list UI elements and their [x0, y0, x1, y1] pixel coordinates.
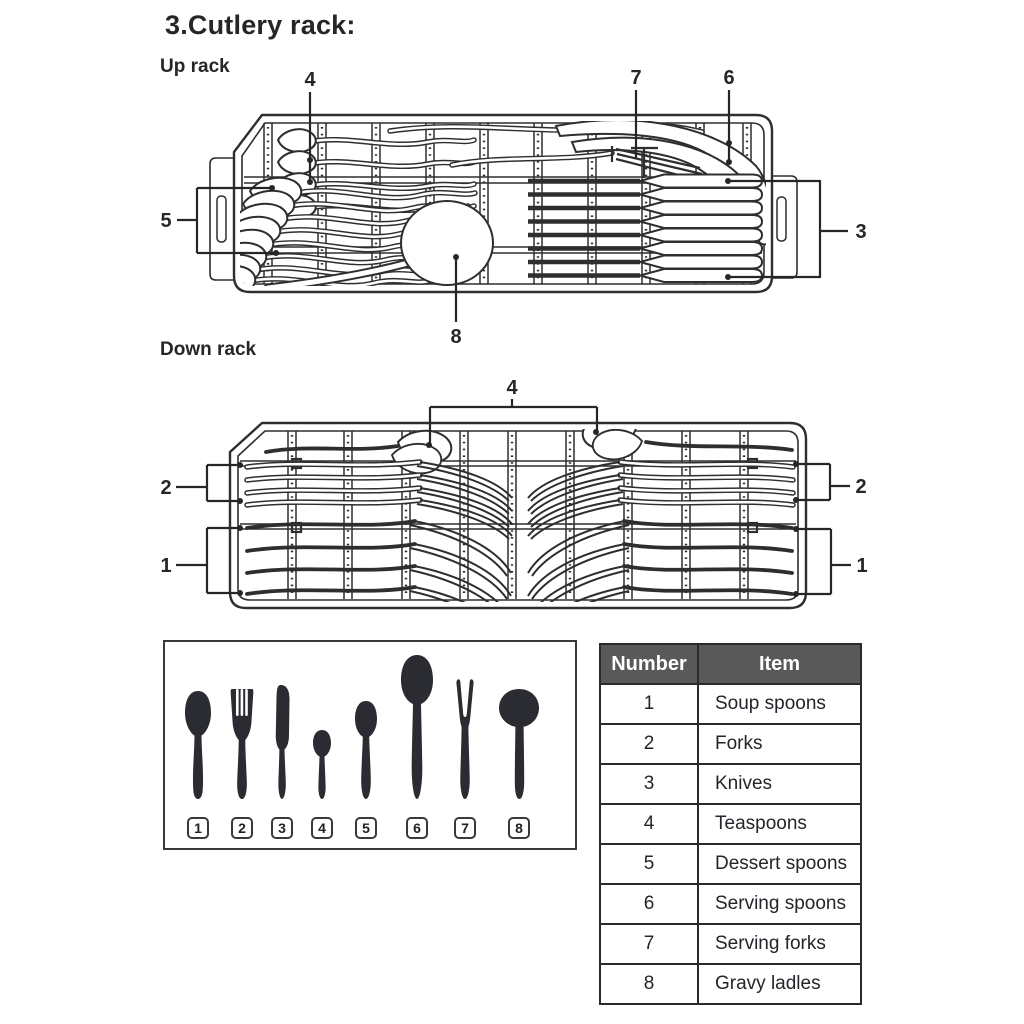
legend-badge-1: 1 [187, 817, 209, 839]
row-number: 3 [599, 763, 699, 805]
teaspoon-icon [313, 730, 331, 799]
row-number: 4 [599, 803, 699, 845]
row-item: Forks [697, 723, 862, 765]
up-rack-callouts: 4 7 6 5 3 8 [160, 67, 866, 348]
callout-teaspoons-down: 4 [506, 377, 518, 399]
gravy-ladle-group [263, 200, 494, 286]
soup-spoon-icon [185, 691, 211, 799]
legend-badge-5: 5 [355, 817, 377, 839]
callout-forks-left: 2 [160, 477, 171, 499]
down-rack-callouts: 4 2 1 2 1 [160, 377, 868, 597]
legend-badge-7: 7 [454, 817, 476, 839]
table-header-number: Number [599, 643, 699, 685]
table-header-item: Item [697, 643, 862, 685]
callout-forks-right: 2 [855, 476, 866, 498]
row-number: 1 [599, 683, 699, 725]
row-item: Knives [697, 763, 862, 805]
row-item: Soup spoons [697, 683, 862, 725]
row-item: Dessert spoons [697, 843, 862, 885]
legend-badge-2: 2 [231, 817, 253, 839]
callout-dessert-spoons: 5 [160, 210, 171, 232]
legend-badge-3: 3 [271, 817, 293, 839]
callout-serving-spoons: 6 [723, 67, 734, 89]
soup-spoons-group [245, 519, 794, 602]
row-item: Gravy ladles [697, 963, 862, 1005]
callout-knives: 3 [855, 221, 866, 243]
down-rack-diagram: 4 2 1 2 1 [160, 377, 868, 610]
row-item: Teaspoons [697, 803, 862, 845]
callout-gravy-ladles: 8 [450, 326, 461, 348]
row-number: 8 [599, 963, 699, 1005]
legend-badge-8: 8 [508, 817, 530, 839]
row-number: 7 [599, 923, 699, 965]
knives-group [528, 175, 762, 283]
down-rack-label: Down rack [160, 339, 257, 360]
knife-icon [275, 685, 290, 799]
table-header-row: Number Item [599, 643, 862, 685]
teaspoons-down-group [264, 429, 794, 477]
legend-badge-4: 4 [311, 817, 333, 839]
callout-soup-spoons-right: 1 [856, 555, 867, 577]
row-number: 2 [599, 723, 699, 765]
dessert-spoon-icon [355, 701, 377, 799]
cutlery-legend: 1 2 3 4 5 6 7 8 [163, 640, 577, 850]
callout-teaspoons-up: 4 [304, 69, 316, 91]
callout-soup-spoons-left: 1 [160, 555, 171, 577]
row-item: Serving spoons [697, 883, 862, 925]
serving-fork-icon [456, 679, 474, 799]
serving-spoon-icon [401, 655, 433, 799]
up-rack-label: Up rack [160, 56, 230, 77]
up-rack-diagram: 4 7 6 5 3 8 [160, 67, 866, 348]
gravy-ladle-icon [499, 689, 539, 799]
down-rack-basket [228, 421, 808, 610]
row-number: 6 [599, 883, 699, 925]
fork-icon [230, 689, 254, 799]
callout-serving-forks: 7 [630, 67, 641, 89]
legend-badge-6: 6 [406, 817, 428, 839]
forks-group [247, 462, 793, 539]
page-title: 3.Cutlery rack: [165, 10, 356, 40]
row-item: Serving forks [697, 923, 862, 965]
row-number: 5 [599, 843, 699, 885]
